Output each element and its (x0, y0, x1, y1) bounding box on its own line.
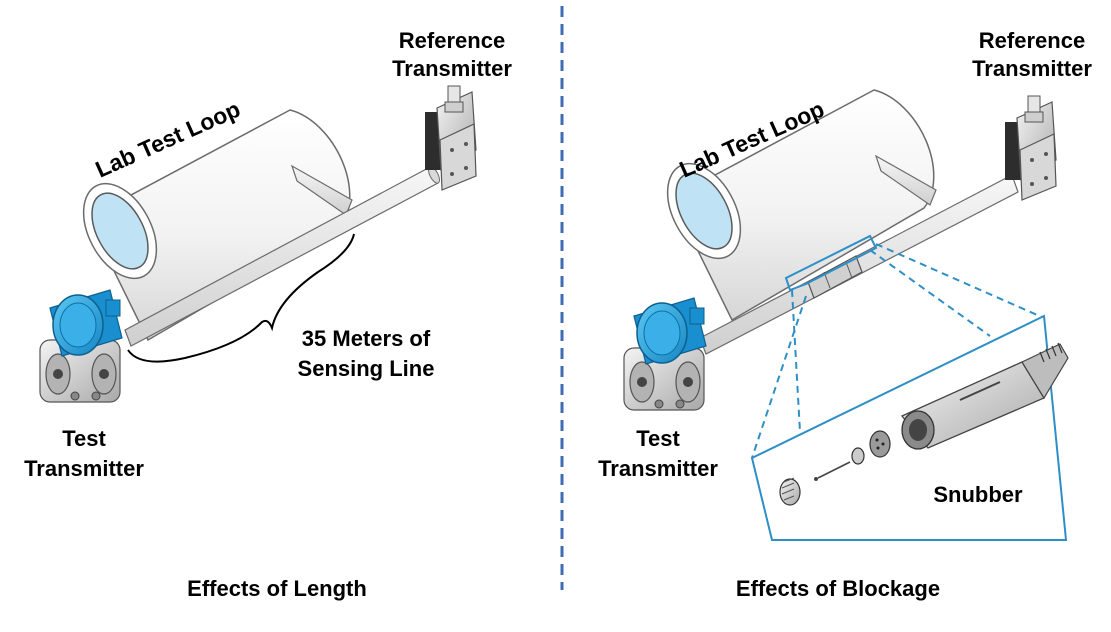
lab-test-loop-pipe (666, 89, 935, 322)
test-transmitter-label-line2: Transmitter (24, 456, 144, 481)
left-caption: Effects of Length (187, 576, 367, 601)
test-transmitter-label-line1: Test (62, 426, 106, 451)
reference-transmitter-label-line1: Reference (979, 28, 1085, 53)
loop-tap-pipe (874, 154, 937, 206)
reference-transmitter-label-line1: Reference (399, 28, 505, 53)
right-caption: Effects of Blockage (736, 576, 940, 601)
lab-test-loop-pipe (82, 109, 351, 342)
reference-transmitter-label-line2: Transmitter (972, 56, 1092, 81)
test-transmitter-icon (623, 297, 707, 411)
reference-transmitter-label-line2: Transmitter (392, 56, 512, 81)
test-transmitter-icon (39, 289, 123, 403)
length-label-line1: 35 Meters of (302, 326, 431, 351)
snubber-inline-icon (784, 234, 878, 299)
test-transmitter-label-line2: Transmitter (598, 456, 718, 481)
snubber-label: Snubber (933, 482, 1023, 507)
snubber-callout-lines (751, 243, 1045, 459)
right-panel: Lab Test Loop Reference Transmitter Test… (598, 28, 1092, 601)
reference-transmitter-icon (1005, 95, 1057, 201)
length-brace (127, 233, 355, 363)
test-transmitter-label-line1: Test (636, 426, 680, 451)
reference-transmitter-icon (425, 85, 477, 191)
length-label-line2: Sensing Line (298, 356, 435, 381)
left-panel: Lab Test Loop Reference Transmitter 35 M… (24, 28, 512, 601)
snubber-exploded-view-icon (779, 342, 1069, 506)
